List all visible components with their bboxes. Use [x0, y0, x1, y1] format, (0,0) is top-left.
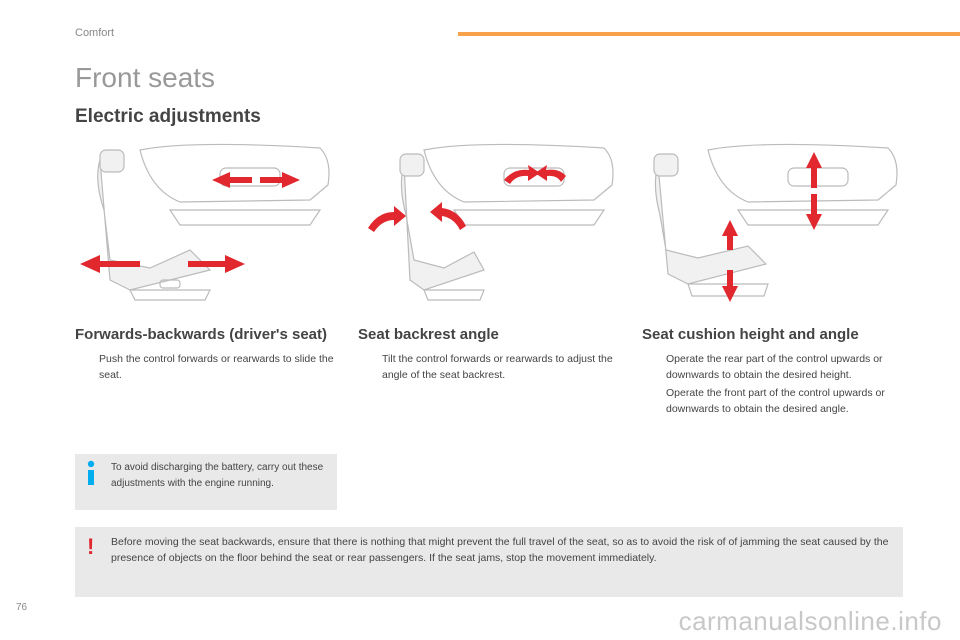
page-title: Front seats [75, 62, 216, 93]
instruction-item: Operate the front part of the control up… [642, 385, 904, 417]
watermark: carmanualsonline.info [678, 606, 942, 636]
info-icon [87, 460, 95, 485]
page-number: 76 [16, 602, 28, 613]
section-label: Comfort [75, 27, 115, 39]
column-forwards-backwards: Forwards-backwards (driver's seat) Push … [75, 326, 337, 385]
warning-text: Before moving the seat backwards, ensure… [111, 536, 889, 564]
seat-backrest-drawing [368, 143, 614, 301]
info-text: To avoid discharging the battery, carry … [111, 462, 324, 489]
warning-icon: ! [87, 534, 95, 559]
column-cushion-height: Seat cushion height and angle Operate th… [642, 326, 904, 419]
column-heading: Seat backrest angle [358, 326, 499, 343]
seat-cushion-drawing [653, 143, 898, 302]
seat-cushion-illustration [638, 140, 906, 312]
instruction-text: Operate the rear part of the control upw… [666, 353, 883, 381]
instruction-list: Push the control forwards or rearwards t… [75, 351, 337, 383]
instruction-text: Operate the front part of the control up… [666, 387, 885, 415]
column-heading: Forwards-backwards (driver's seat) [75, 326, 327, 343]
instruction-item: Push the control forwards or rearwards t… [75, 351, 337, 383]
instruction-list: Operate the rear part of the control upw… [642, 351, 904, 417]
seat-backrest-illustration [354, 140, 622, 312]
instruction-list: Tilt the control forwards or rearwards t… [358, 351, 620, 383]
instruction-item: Tilt the control forwards or rearwards t… [358, 351, 620, 383]
column-heading: Seat cushion height and angle [642, 326, 859, 343]
accent-bar [458, 32, 960, 36]
instruction-item: Operate the rear part of the control upw… [642, 351, 904, 383]
section-subtitle: Electric adjustments [75, 106, 261, 127]
seat-slide-drawing [80, 143, 330, 301]
instruction-text: Tilt the control forwards or rearwards t… [382, 353, 613, 381]
warning-note: ! Before moving the seat backwards, ensu… [75, 527, 903, 597]
seat-slide-illustration [70, 140, 338, 312]
instruction-text: Push the control forwards or rearwards t… [99, 353, 334, 381]
column-backrest-angle: Seat backrest angle Tilt the control for… [358, 326, 620, 385]
info-note: To avoid discharging the battery, carry … [75, 454, 337, 510]
